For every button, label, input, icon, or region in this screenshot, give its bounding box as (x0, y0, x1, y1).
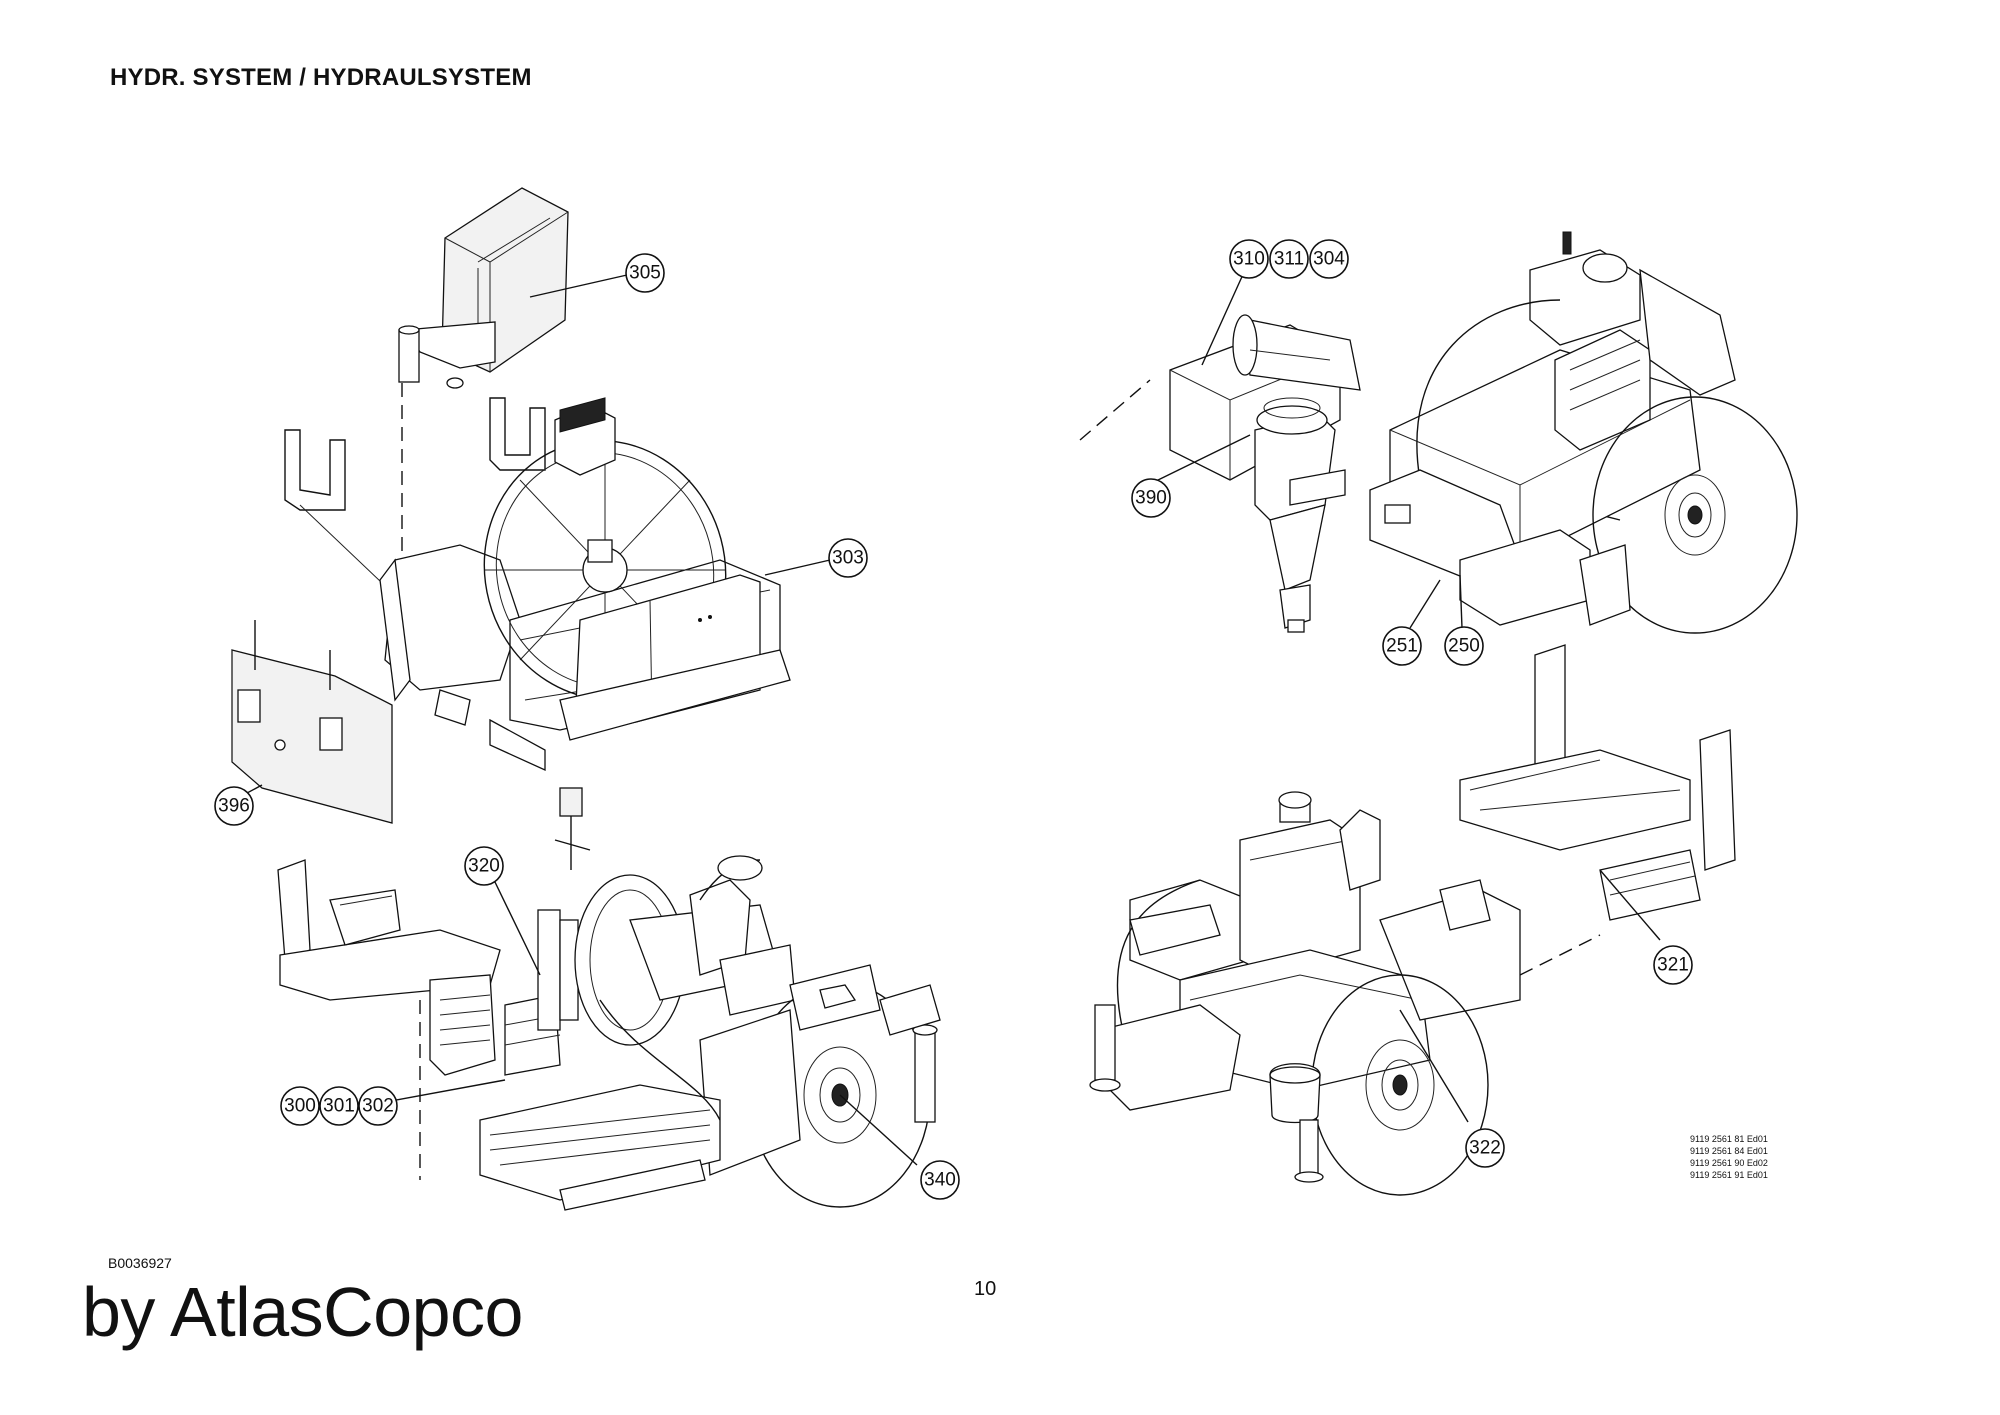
callout-320: 320 (464, 846, 504, 886)
svg-text:303: 303 (832, 548, 864, 569)
document-id: B0036927 (108, 1255, 172, 1271)
svg-text:390: 390 (1135, 488, 1167, 509)
svg-text:250: 250 (1448, 636, 1480, 657)
callout-310: 310 (1229, 239, 1269, 279)
svg-text:304: 304 (1313, 249, 1345, 270)
callout-251: 251 (1382, 626, 1422, 666)
svg-text:320: 320 (468, 856, 500, 877)
reference-item: 9119 2561 90 Ed02 (1690, 1158, 1768, 1168)
svg-text:302: 302 (362, 1096, 394, 1117)
callout-303: 303 (828, 538, 868, 578)
page-title: HYDR. SYSTEM / HYDRAULSYSTEM (110, 64, 532, 91)
svg-text:251: 251 (1386, 636, 1418, 657)
svg-text:322: 322 (1469, 1138, 1501, 1159)
callout-390: 390 (1131, 478, 1171, 518)
engine-assembly (1169, 231, 1798, 634)
callout-322: 322 (1465, 1128, 1505, 1168)
reference-item: 9119 2561 81 Ed01 (1690, 1134, 1768, 1144)
svg-text:300: 300 (284, 1096, 316, 1117)
reference-item: 9119 2561 91 Ed01 (1690, 1170, 1768, 1180)
rear-frame-assembly (1089, 644, 1736, 1196)
svg-text:321: 321 (1657, 955, 1689, 976)
reel-frame-assembly (231, 187, 1621, 1180)
front-roller-assembly (277, 787, 941, 1211)
svg-text:311: 311 (1274, 249, 1304, 270)
svg-text:396: 396 (218, 796, 250, 817)
brand-footer: by AtlasCopco (82, 1273, 523, 1351)
callout-305: 305 (625, 253, 665, 293)
callout-250: 250 (1444, 626, 1484, 666)
callout-321: 321 (1653, 945, 1693, 985)
callout-304: 304 (1309, 239, 1349, 279)
leader-lines (233, 269, 1661, 1166)
svg-text:340: 340 (924, 1170, 956, 1191)
callout-301: 301 (319, 1086, 359, 1126)
reference-item: 9119 2561 84 Ed01 (1690, 1146, 1768, 1156)
callout-340: 340 (920, 1160, 960, 1200)
callout-396: 396 (214, 786, 254, 826)
svg-text:310: 310 (1233, 249, 1265, 270)
svg-text:301: 301 (323, 1096, 355, 1117)
callout-302: 302 (358, 1086, 398, 1126)
callout-300: 300 (280, 1086, 320, 1126)
svg-text:305: 305 (629, 263, 661, 284)
page-number: 10 (974, 1278, 997, 1300)
callout-311: 311 (1269, 239, 1309, 279)
reference-list: 9119 2561 81 Ed01 9119 2561 84 Ed01 9119… (1690, 1133, 1768, 1181)
